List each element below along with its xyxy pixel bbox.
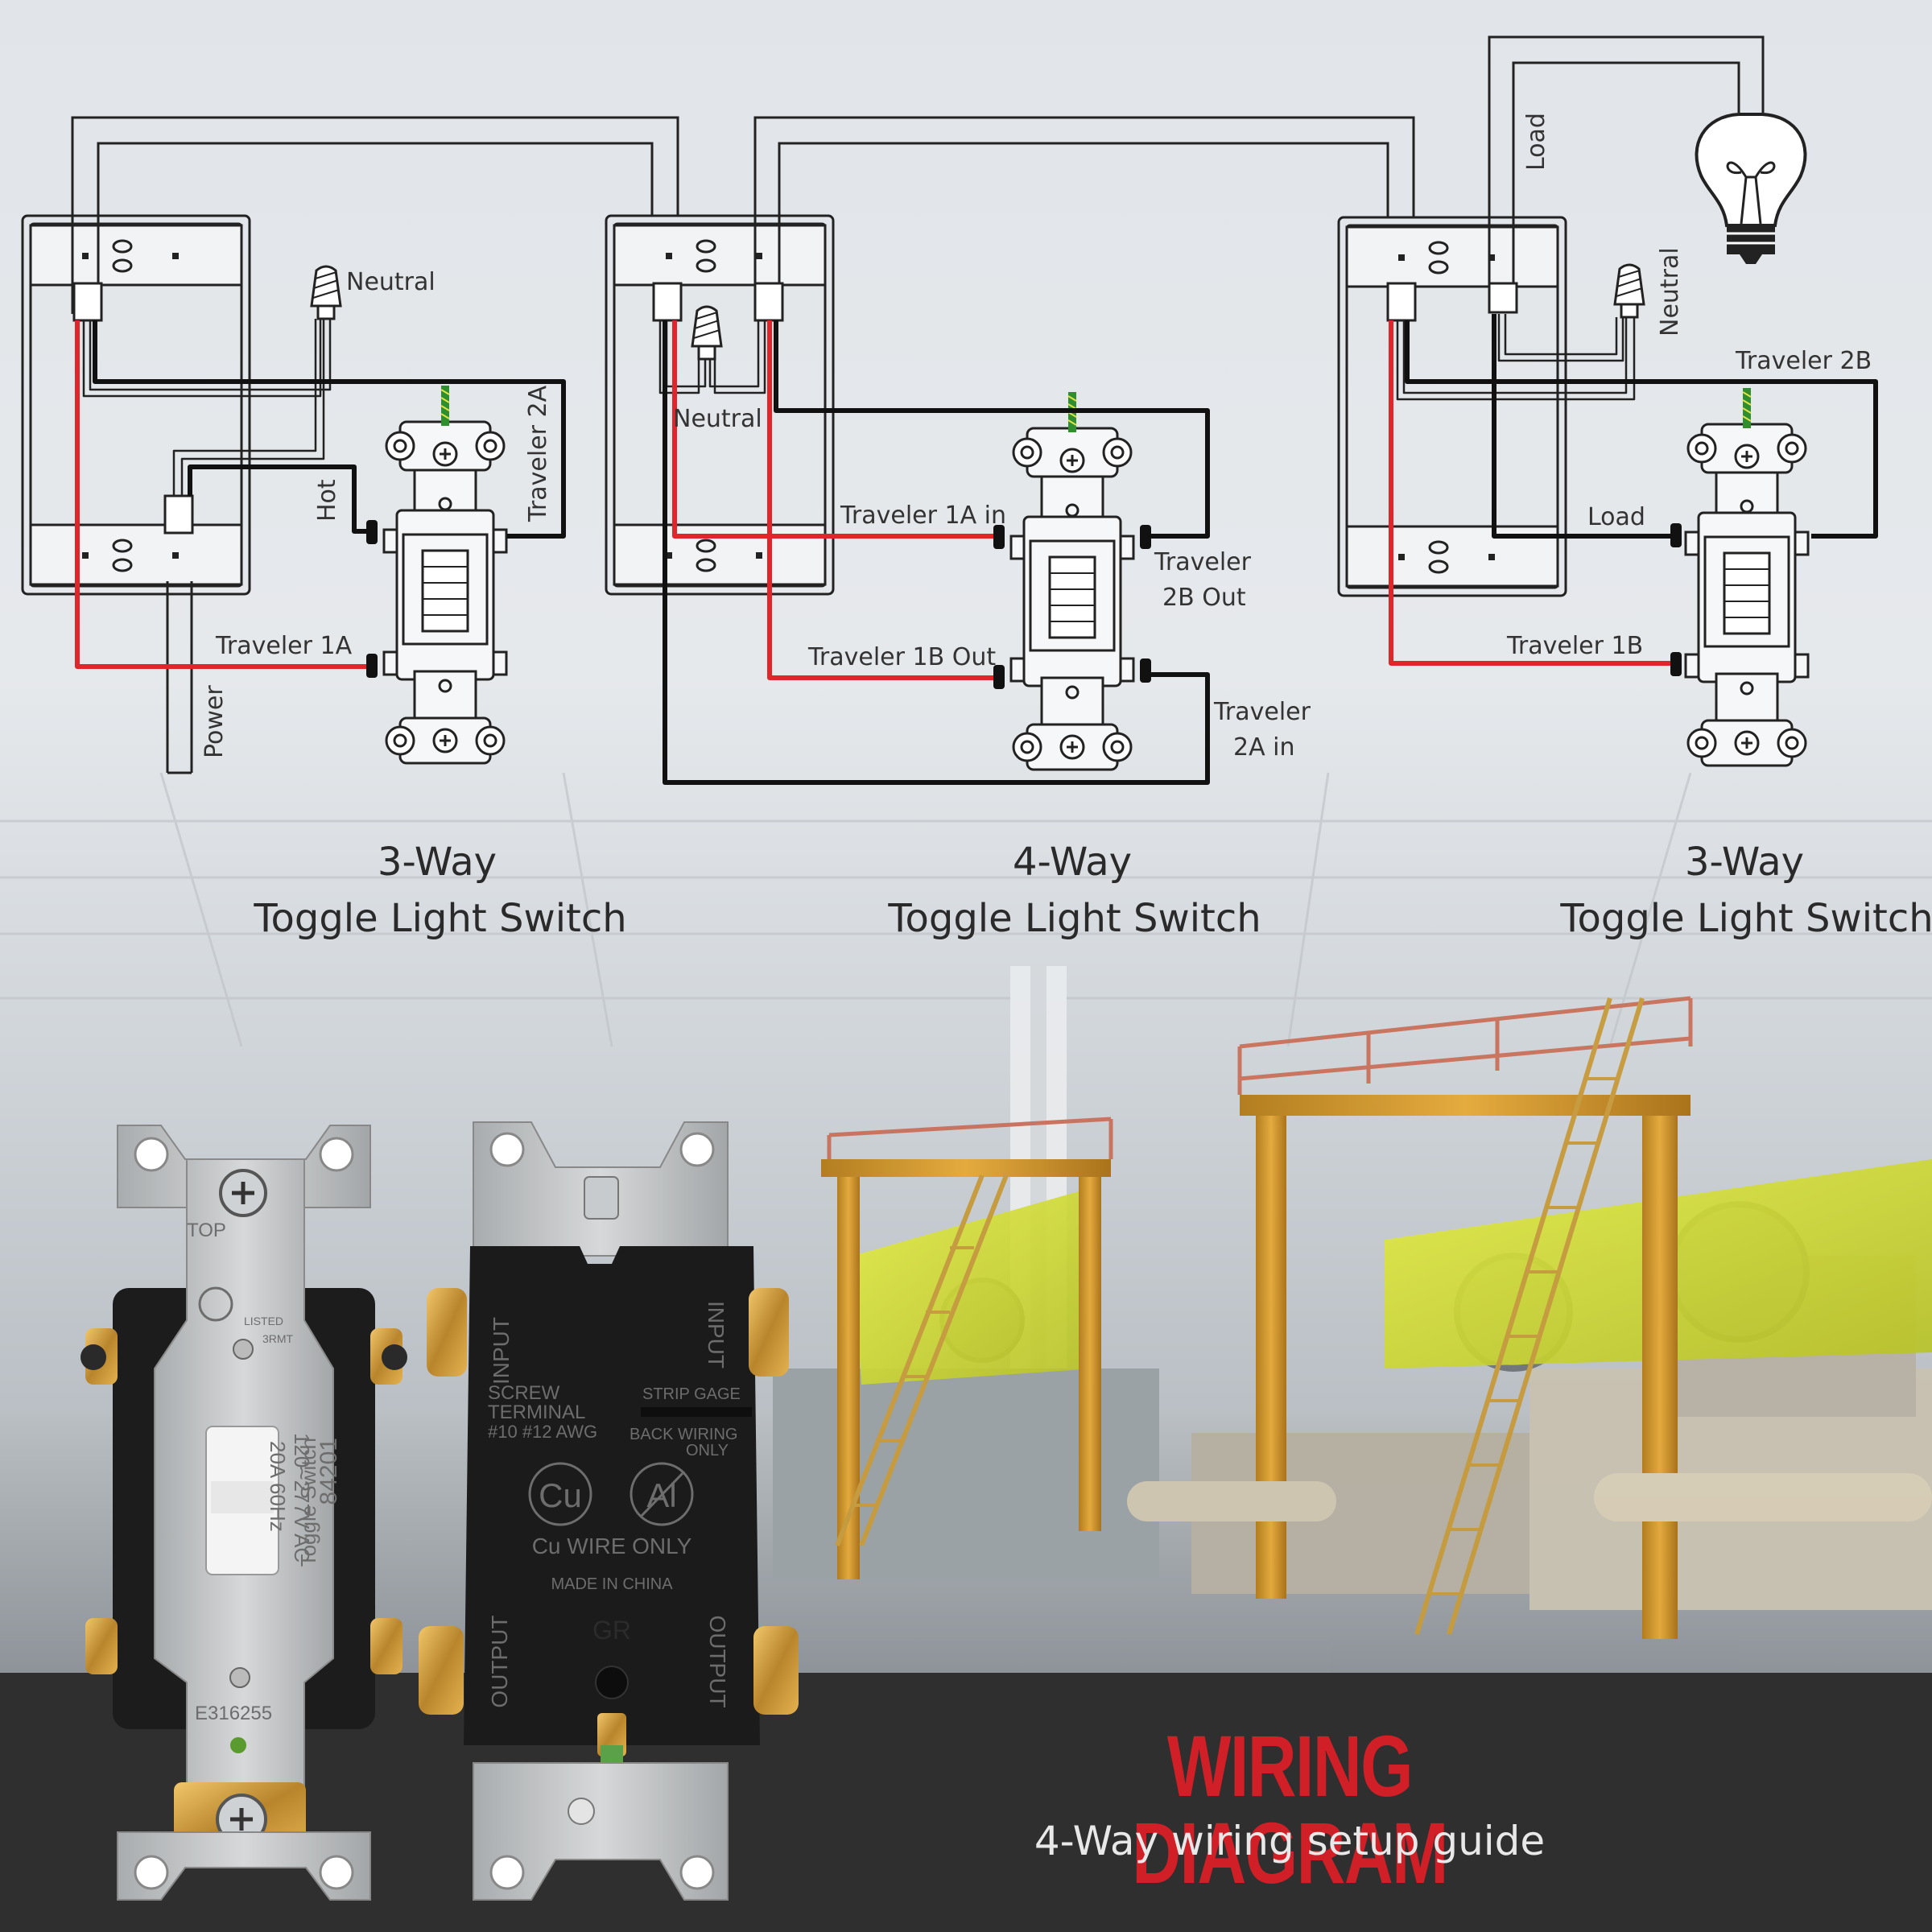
back-gr-text: GR	[592, 1616, 631, 1645]
back-screw-line2: TERMINAL	[488, 1402, 585, 1423]
label-mid-traveler-1b-out: Traveler 1B Out	[807, 643, 996, 671]
label-right-load-top: Load	[1522, 113, 1550, 171]
cable-runs	[71, 35, 1765, 774]
label-mid-traveler-2a-in-1: Traveler	[1213, 698, 1311, 726]
back-wiring-line2: ONLY	[686, 1442, 729, 1459]
right-wires	[1389, 314, 1878, 666]
label-right-traveler-1b: Traveler 1B	[1506, 632, 1643, 660]
title-left-switch-line2: Toggle Light Switch	[253, 896, 626, 941]
back-made-in: MADE IN CHINA	[551, 1575, 673, 1593]
back-output-right: OUTPUT	[705, 1615, 730, 1707]
back-input-right: INPUT	[704, 1301, 729, 1368]
back-output-left: OUTPUT	[487, 1615, 512, 1707]
back-screw-line1: SCREW	[488, 1382, 560, 1404]
label-right-neutral: Neutral	[1656, 247, 1684, 336]
label-left-power: Power	[200, 685, 229, 758]
product-front-view: TOP LISTED 3RMT 120~277V AC 20A 60Hz Tog…	[80, 1125, 407, 1901]
label-mid-traveler-2b-out-1: Traveler	[1154, 548, 1252, 576]
terminal-screws	[366, 520, 1682, 689]
back-cu-mark: Cu	[539, 1476, 582, 1514]
product-back-view: INPUT INPUT SCREW TERMINAL #10 #12 AWG S…	[419, 1121, 799, 1901]
label-right-traveler-2b: Traveler 2B	[1735, 347, 1872, 375]
back-cu-wire-only: Cu WIRE ONLY	[532, 1534, 692, 1558]
label-mid-traveler-1a-in: Traveler 1A in	[840, 502, 1006, 530]
front-cert-text: E316255	[195, 1703, 272, 1724]
front-top-text: TOP	[187, 1220, 226, 1241]
label-left-traveler-2a: Traveler 2A	[524, 385, 552, 522]
front-rating-line1: 120~277V AC	[290, 1433, 314, 1563]
label-mid-traveler-2a-in-2: 2A in	[1233, 733, 1295, 762]
label-left-traveler-1a: Traveler 1A	[215, 632, 353, 660]
label-mid-neutral: Neutral	[673, 405, 762, 433]
label-left-neutral: Neutral	[346, 268, 436, 296]
banner-title: WIRING DIAGRAM	[1132, 1717, 1448, 1901]
title-right-switch-line1: 3-Way	[1685, 840, 1804, 885]
front-code-text: 3RMT	[262, 1332, 294, 1345]
front-name-text: Toggle Switch	[296, 1438, 320, 1567]
front-model-text: 84201	[316, 1438, 342, 1505]
back-screw-line3: #10 #12 AWG	[488, 1422, 597, 1442]
back-wiring-line1: BACK WIRING	[630, 1426, 737, 1443]
title-left-switch-line1: 3-Way	[378, 840, 497, 885]
title-mid-switch-line1: 4-Way	[1013, 840, 1132, 885]
title-mid-switch-line2: Toggle Light Switch	[887, 896, 1261, 941]
front-listed-text: LISTED	[244, 1315, 283, 1327]
label-left-hot: Hot	[313, 479, 341, 522]
middle-wires	[658, 320, 1210, 785]
light-bulb-icon	[1695, 113, 1807, 264]
back-input-left: INPUT	[489, 1317, 514, 1385]
wiring-diagram: Neutral Hot Traveler 2A Traveler 1A Powe…	[21, 35, 1932, 941]
label-mid-traveler-2b-out-2: 2B Out	[1162, 584, 1246, 612]
back-strip-gage: STRIP GAGE	[642, 1385, 741, 1403]
left-wires	[75, 319, 566, 669]
label-right-load: Load	[1587, 503, 1645, 531]
front-rating-line2: 20A 60Hz	[266, 1441, 290, 1532]
title-right-switch-line2: Toggle Light Switch	[1559, 896, 1932, 941]
banner-subtitle: 4-Way wiring setup guide	[1034, 1818, 1546, 1864]
